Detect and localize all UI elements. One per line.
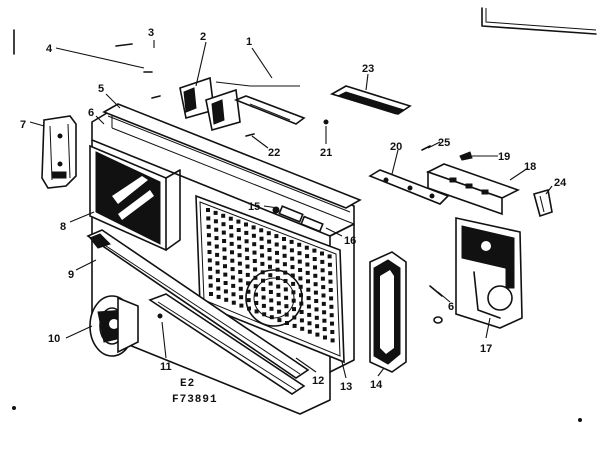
side-trim	[369, 251, 407, 373]
callout-9: 9	[68, 269, 74, 281]
callout-1: 1	[246, 36, 252, 48]
top-rail	[102, 103, 362, 213]
callout-13: 13	[340, 381, 352, 393]
callout-6: 6	[88, 107, 94, 119]
callout-11: 11	[160, 361, 172, 373]
callout-17: 17	[480, 343, 492, 355]
callout-21: 21	[320, 147, 332, 159]
callout-18: 18	[524, 161, 536, 173]
speaker-grille	[195, 194, 345, 364]
lower-strip	[148, 293, 306, 395]
printed-board	[425, 151, 521, 216]
callout-20: 20	[390, 141, 402, 153]
speaker	[89, 295, 139, 357]
chassis-bracket	[455, 217, 523, 329]
callout-4: 4	[46, 43, 53, 55]
diagram-caption-line1: E2	[180, 378, 195, 390]
callout-23: 23	[362, 63, 374, 75]
callout-2: 2	[200, 31, 206, 43]
top-brackets	[179, 76, 241, 132]
callout-3: 3	[148, 27, 154, 39]
circuit-bracket	[368, 169, 450, 205]
side-bracket-left	[41, 115, 77, 189]
slide-rail	[233, 95, 306, 125]
small-clip	[533, 188, 553, 218]
top-bar	[329, 85, 412, 115]
stray-dot-left	[12, 406, 16, 410]
callout-15: 15	[248, 201, 260, 213]
callout-7: 7	[20, 119, 26, 131]
rod-assembly	[272, 205, 324, 233]
callout-10: 10	[48, 333, 60, 345]
dial-window	[89, 144, 181, 252]
callout-12: 12	[312, 375, 324, 387]
callout-19: 19	[498, 151, 510, 163]
callout-5: 5	[98, 83, 104, 95]
stray-dot-right	[578, 418, 582, 422]
leader-lines	[29, 40, 553, 379]
callout-14: 14	[370, 379, 383, 391]
callout-16: 16	[344, 235, 356, 247]
callout-24: 24	[554, 177, 567, 189]
corner-frame	[481, 7, 597, 35]
callout-25: 25	[438, 137, 450, 149]
diagram-caption-line2: F73891	[172, 394, 218, 406]
callout-labels: 1 2 3 4 5 6 6 7 8 9 10 11 12 13 14 15 16…	[20, 27, 567, 393]
callout-22: 22	[268, 147, 280, 159]
bottom-trim-strip	[86, 229, 310, 379]
callout-6b: 6	[448, 301, 454, 313]
callout-8: 8	[60, 221, 66, 233]
